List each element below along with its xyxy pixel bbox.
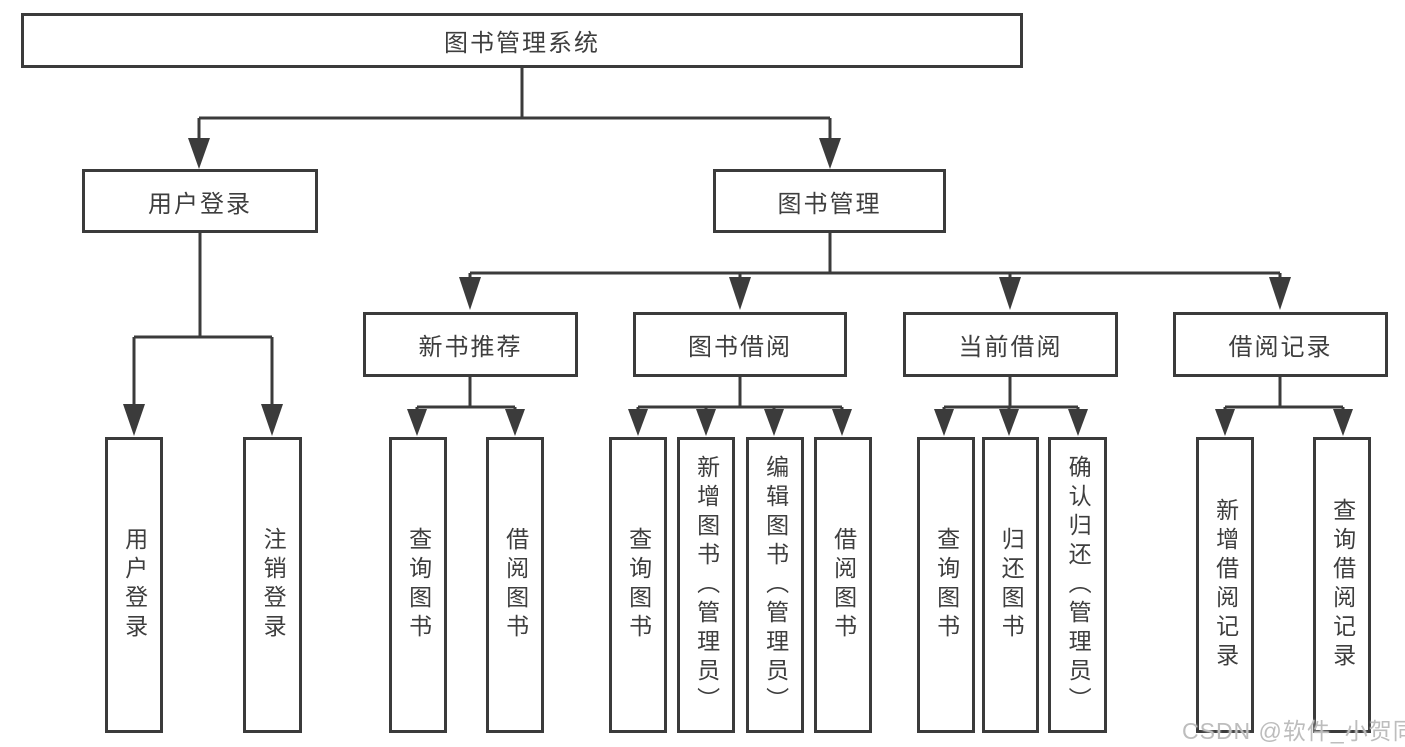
arrowheads: [123, 138, 1353, 436]
leaf-edit-book-admin: 编辑图书（管理员）: [746, 437, 804, 733]
node-label: 查询图书: [625, 527, 652, 643]
node-book-management: 图书管理: [713, 169, 946, 233]
connector-current-borrowing-subtree: [942, 377, 1080, 411]
leaf-logout-login: 注销登录: [243, 437, 302, 733]
arrowhead-icon: [628, 409, 648, 436]
node-label: 借阅图书: [830, 527, 857, 643]
connector-book-borrowing-subtree: [636, 377, 844, 411]
leaf-user-login: 用户登录: [105, 437, 163, 733]
leaf-confirm-return-admin: 确认归还（管理员）: [1048, 437, 1107, 733]
watermark: CSDN @软件_小贺同学: [1182, 718, 1405, 744]
arrowhead-icon: [999, 277, 1021, 310]
leaf-add-book-admin: 新增图书（管理员）: [677, 437, 735, 733]
arrowhead-icon: [1068, 409, 1088, 436]
arrowhead-icon: [1269, 277, 1291, 310]
node-label: 当前借阅: [958, 334, 1063, 361]
node-label: 图书管理系统: [444, 30, 600, 57]
leaf-add-borrow-record: 新增借阅记录: [1196, 437, 1254, 733]
arrowhead-icon: [729, 277, 751, 310]
arrowhead-icon: [819, 138, 841, 169]
leaf-query-books-current: 查询图书: [917, 437, 975, 733]
node-label: 确认归还（管理员）: [1065, 454, 1092, 716]
node-label: 图书管理: [777, 190, 882, 218]
node-label: 归还图书: [998, 527, 1025, 643]
node-label: 编辑图书（管理员）: [762, 454, 789, 716]
node-label: 注销登录: [260, 527, 287, 643]
arrowhead-icon: [696, 409, 716, 436]
arrowhead-icon: [832, 409, 852, 436]
arrowhead-icon: [261, 404, 283, 436]
connector-user-login-subtree: [132, 233, 274, 406]
arrowhead-icon: [934, 409, 954, 436]
connector-root-to-level2: [197, 68, 832, 140]
connector-borrowing-records-subtree: [1223, 377, 1345, 411]
leaf-query-books-borrowing: 查询图书: [609, 437, 667, 733]
node-label: 用户登录: [121, 527, 148, 643]
node-label: 借阅记录: [1228, 334, 1333, 361]
node-label: 借阅图书: [502, 527, 529, 643]
node-new-book-recommendation: 新书推荐: [363, 312, 578, 377]
connector-new-book-subtree: [415, 377, 517, 411]
arrowhead-icon: [999, 409, 1019, 436]
node-label: 新书推荐: [418, 334, 523, 361]
node-label: 查询图书: [933, 527, 960, 643]
leaf-query-books-recommend: 查询图书: [389, 437, 447, 733]
node-label: 查询图书: [405, 527, 432, 643]
arrowhead-icon: [407, 409, 427, 436]
node-label: 用户登录: [148, 190, 252, 218]
arrowhead-icon: [123, 404, 145, 436]
arrowhead-icon: [1215, 409, 1235, 436]
arrowhead-icon: [1333, 409, 1353, 436]
node-label: 新增借阅记录: [1212, 498, 1239, 672]
node-current-borrowing: 当前借阅: [903, 312, 1118, 377]
node-user-login: 用户登录: [82, 169, 318, 233]
leaf-query-borrow-record: 查询借阅记录: [1313, 437, 1371, 733]
arrowhead-icon: [764, 409, 784, 436]
connector-book-management-subtree: [468, 233, 1282, 279]
arrowhead-icon: [188, 138, 210, 169]
leaf-borrow-books-borrowing: 借阅图书: [814, 437, 872, 733]
arrowhead-icon: [505, 409, 525, 436]
node-borrowing-records: 借阅记录: [1173, 312, 1388, 377]
leaf-borrow-books-recommend: 借阅图书: [486, 437, 544, 733]
node-label: 图书借阅: [688, 334, 792, 361]
node-book-borrowing: 图书借阅: [633, 312, 847, 377]
node-book-management-system: 图书管理系统: [21, 13, 1023, 68]
node-label: 新增图书（管理员）: [693, 454, 720, 716]
node-label: 查询借阅记录: [1329, 498, 1356, 672]
arrowhead-icon: [459, 277, 481, 310]
leaf-return-books: 归还图书: [982, 437, 1039, 733]
